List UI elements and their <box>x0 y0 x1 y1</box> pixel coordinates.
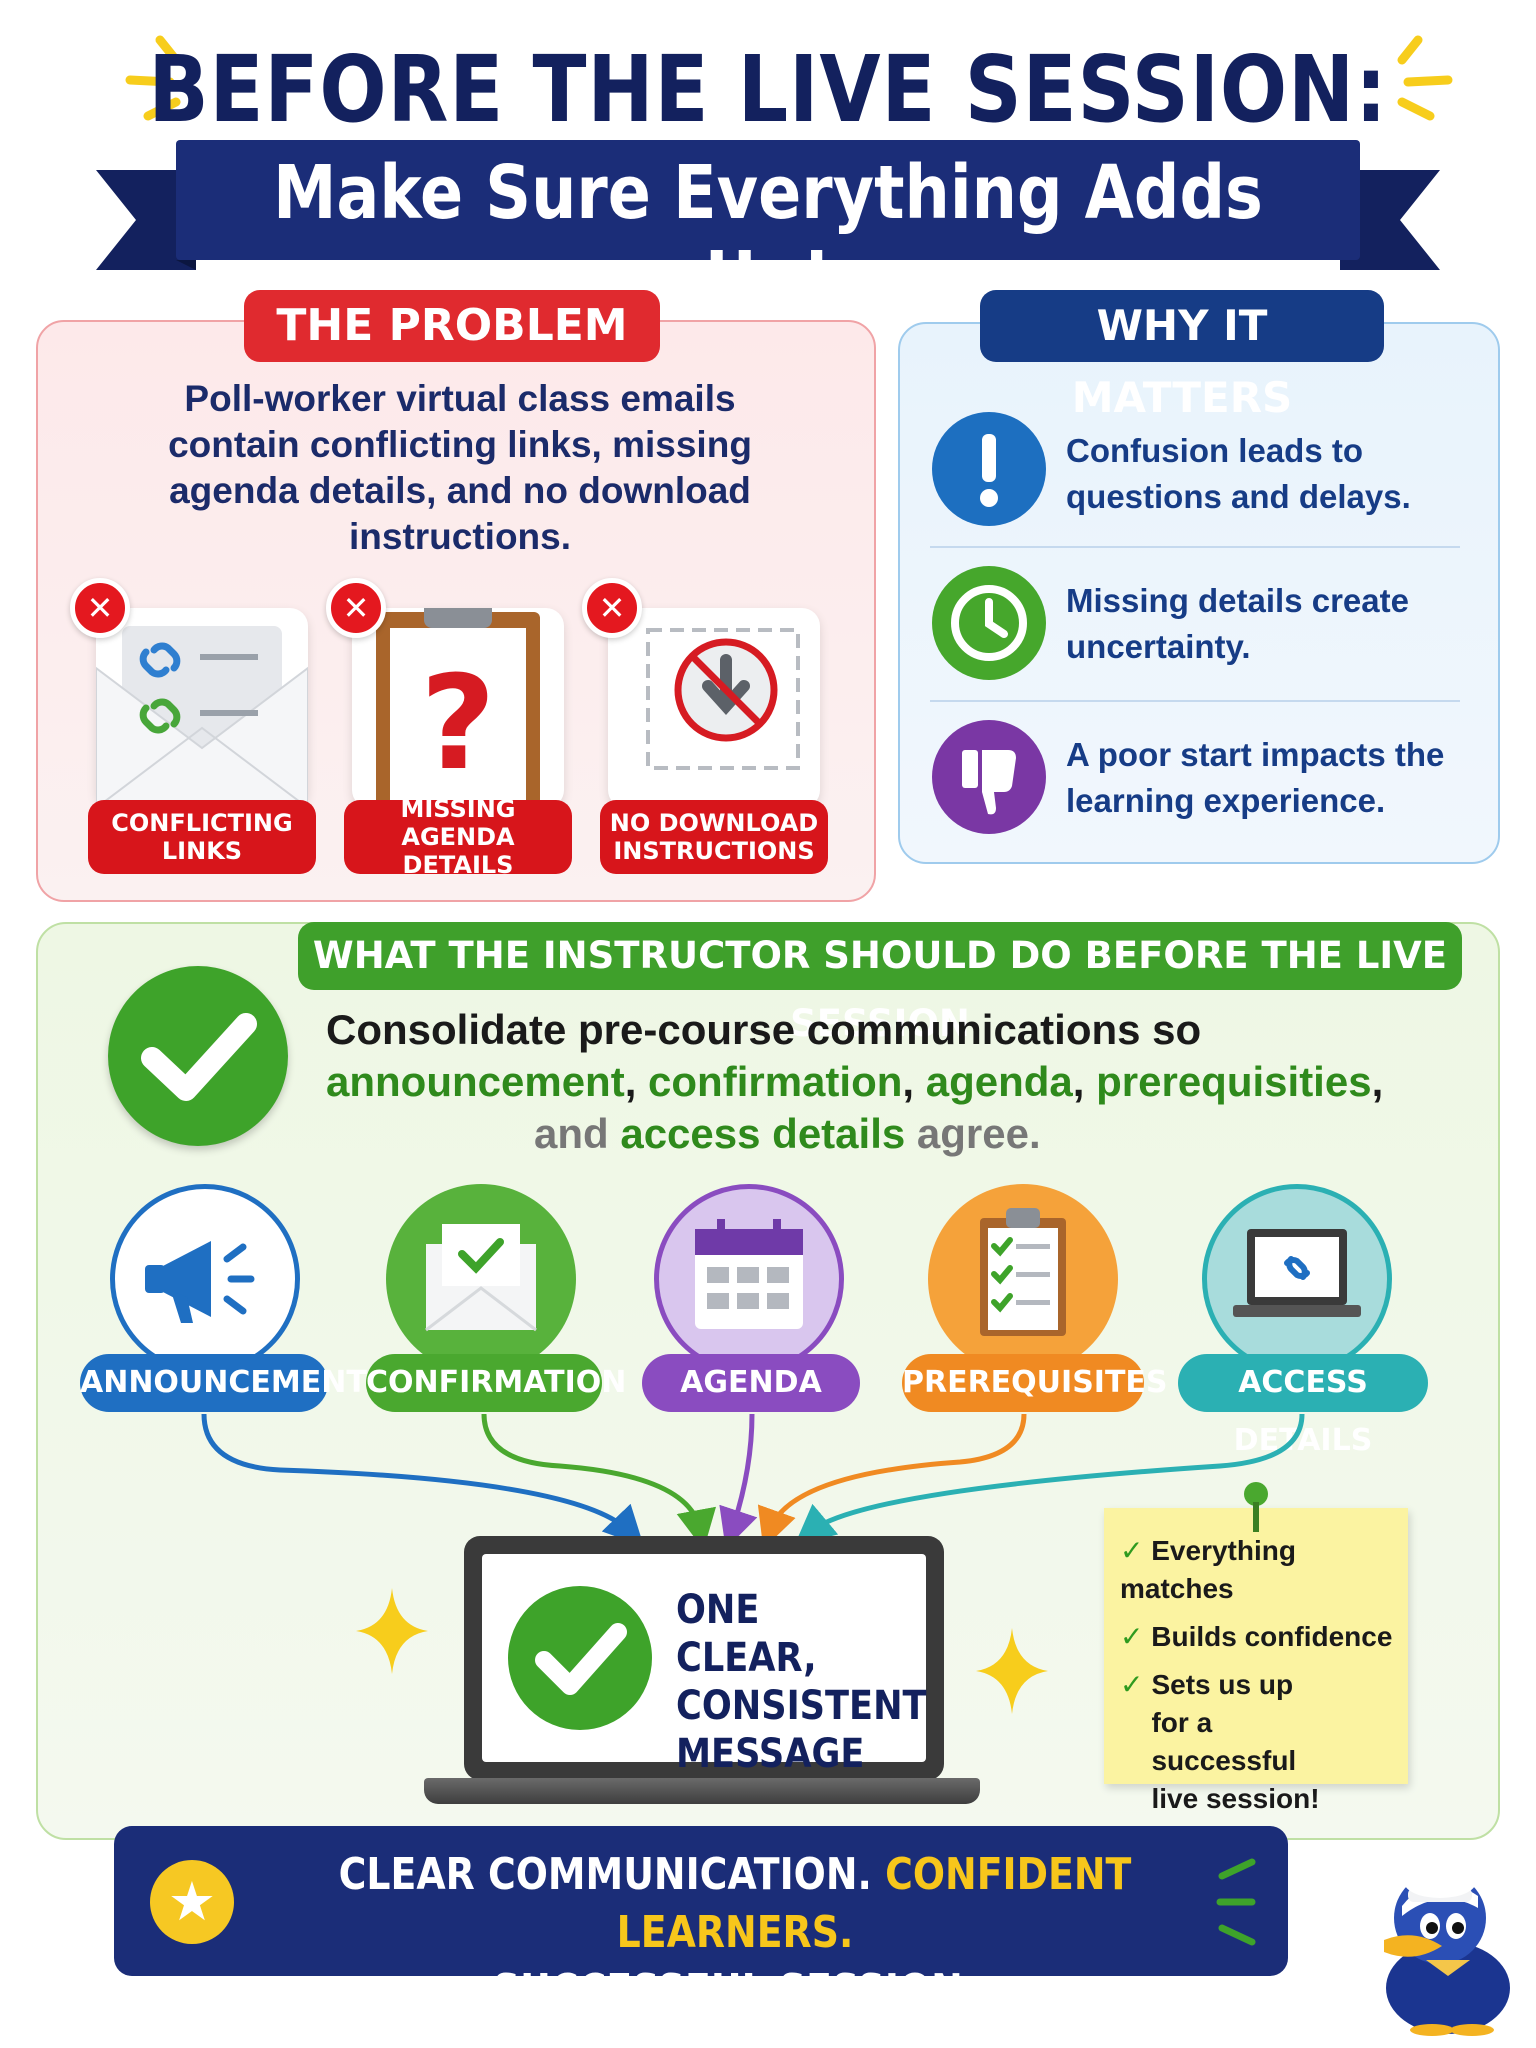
footer-part-1: CLEAR COMMUNICATION. <box>338 1849 872 1900</box>
x-badge-icon: ✕ <box>70 578 130 638</box>
instructor-tag: WHAT THE INSTRUCTOR SHOULD DO BEFORE THE… <box>298 922 1462 1045</box>
instructor-text: Consolidate pre-course communications so… <box>326 1004 1456 1160</box>
word-confirmation: confirmation <box>648 1058 903 1105</box>
sticky-note: ✓ Everything matches ✓ Builds confidence… <box>1104 1508 1408 1814</box>
why-item-2: Missing details create uncertainty. <box>1066 582 1409 665</box>
check-circle-icon <box>508 1586 652 1730</box>
no-download-card <box>608 608 820 808</box>
sparkle-icon <box>976 1628 1048 1714</box>
word-and: and <box>534 1110 609 1157</box>
word-prerequisities: prerequisities <box>1096 1058 1372 1105</box>
x-badge-icon: ✕ <box>326 578 386 638</box>
no-download-label: NO DOWNLOAD INSTRUCTIONS <box>600 800 828 874</box>
confirmation-label: CONFIRMATION <box>366 1354 626 1412</box>
problem-description: Poll-worker virtual class emails contain… <box>168 378 752 557</box>
subtitle-text: Make Sure Everything Adds Up! <box>273 150 1263 322</box>
svg-text:?: ? <box>420 647 495 799</box>
note-line-2: Builds confidence <box>1151 1621 1393 1652</box>
laptop-message: ONE CLEAR, CONSISTENT MESSAGE <box>676 1587 927 1777</box>
footer-part-3: SUCCESSFUL SESSION. <box>492 1965 978 2016</box>
footer-part-2: CONFIDENT LEARNERS. <box>616 1849 1132 1958</box>
megaphone-icon <box>110 1184 300 1374</box>
missing-agenda-label: MISSING AGENDA DETAILS <box>344 795 572 879</box>
calendar-icon <box>654 1184 844 1374</box>
divider <box>930 700 1460 702</box>
motion-lines-icon <box>1216 1858 1256 1946</box>
word-announcement: announcement <box>326 1058 625 1105</box>
note-line-3: Sets us up for a successful live session… <box>1151 1669 1320 1814</box>
instructor-text-line1: Consolidate pre-course communications so <box>326 1006 1202 1053</box>
why-item-3: A poor start impacts the learning experi… <box>1066 736 1445 819</box>
subtitle-banner: Make Sure Everything Adds Up! <box>96 140 1440 322</box>
footer-text: CLEAR COMMUNICATION. CONFIDENT LEARNERS.… <box>301 1846 1170 2020</box>
check-icon: ✓ <box>1120 1669 1144 1700</box>
conflicting-links-card <box>95 608 309 809</box>
big-check-icon <box>108 966 288 1146</box>
note-line-1: Everything matches <box>1120 1535 1296 1604</box>
duck-mascot-icon <box>1384 1866 1510 2036</box>
star-icon: ★ <box>150 1860 234 1944</box>
laptop-base <box>424 1778 980 1804</box>
missing-agenda-card: ? <box>352 598 564 808</box>
why-tag: WHY IT MATTERS <box>980 290 1384 422</box>
prerequisites-label: PREREQUISITES <box>902 1354 1168 1412</box>
envelope-check-icon <box>386 1184 576 1374</box>
clipboard-question-icon: ? <box>376 598 540 808</box>
problem-tag: THE PROBLEM <box>244 290 660 362</box>
pushpin-icon <box>1244 1482 1268 1532</box>
x-badge-icon: ✕ <box>582 578 642 638</box>
burst-left-icon <box>125 35 181 121</box>
agenda-label: AGENDA <box>642 1354 860 1412</box>
divider <box>930 546 1460 548</box>
page-title: BEFORE THE LIVE SESSION: <box>148 36 1388 143</box>
sparkle-icon <box>356 1588 428 1674</box>
exclamation-icon <box>932 412 1046 526</box>
check-icon: ✓ <box>1120 1535 1144 1566</box>
conflicting-links-label: CONFLICTING LINKS <box>88 800 316 874</box>
burst-right-icon <box>1397 35 1453 121</box>
checklist-icon <box>928 1184 1118 1374</box>
laptop-link-icon <box>1202 1184 1392 1374</box>
word-access-details: access details <box>620 1110 906 1157</box>
clock-icon <box>932 566 1046 680</box>
thumbs-down-icon <box>932 720 1046 834</box>
word-agenda: agenda <box>925 1058 1073 1105</box>
access-details-label: ACCESS DETAILS <box>1178 1354 1428 1458</box>
no-download-icon <box>646 628 800 770</box>
footer-banner <box>114 1826 1288 1976</box>
why-item-1: Confusion leads to questions and delays. <box>1066 432 1411 515</box>
connector-arrows <box>201 1413 1305 1540</box>
announcement-label: ANNOUNCEMENT <box>80 1354 367 1412</box>
check-icon: ✓ <box>1120 1621 1144 1652</box>
envelope-links-icon <box>95 626 309 809</box>
word-agree: agree. <box>916 1110 1041 1157</box>
